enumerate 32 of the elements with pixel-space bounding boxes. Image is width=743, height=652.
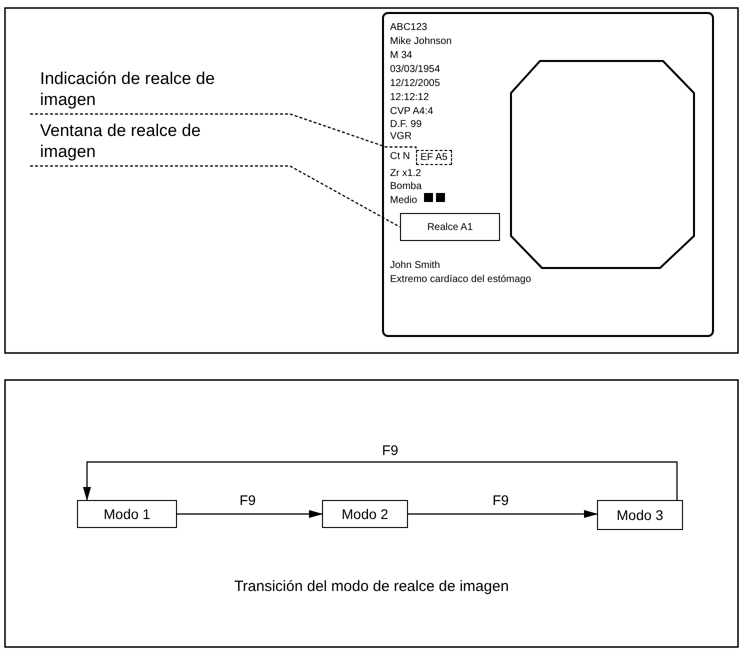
callout-label: Indicación de realce de imagen xyxy=(40,68,216,110)
leader-line xyxy=(30,113,417,150)
enhancement-window: Realce A1 xyxy=(400,213,500,241)
patient-info-text: VGR xyxy=(390,131,412,143)
patient-info-text: John Smith xyxy=(390,260,440,272)
patient-info-text: 12:12:12 xyxy=(390,92,429,104)
highlight-frame: EF A5 xyxy=(416,150,452,165)
arrow xyxy=(177,510,323,518)
arrow xyxy=(83,461,678,501)
mode-box: Modo 1 xyxy=(77,500,177,528)
patient-info-text: Zr x1.2 xyxy=(390,168,422,180)
patient-info-text: Extremo cardíaco del estómago xyxy=(390,274,532,286)
edge-label: F9 xyxy=(382,442,398,458)
patient-info-text: 12/12/2005 xyxy=(390,78,440,90)
patient-info-text: M 34 xyxy=(390,50,412,62)
edge-label: F9 xyxy=(492,492,509,508)
monitor-screen xyxy=(382,12,714,337)
mode-box: Modo 3 xyxy=(597,500,683,530)
patient-info-text: D.F. 99 xyxy=(390,119,422,131)
caption: Transición del modo de realce de imagen xyxy=(233,578,510,595)
patient-info-text: Mike Johnson xyxy=(390,36,452,48)
patient-info-text: Medio xyxy=(390,195,418,207)
patient-info-text: CVP A4:4 xyxy=(390,106,434,118)
leader-line xyxy=(30,165,400,228)
patient-info-text: Bomba xyxy=(390,181,422,193)
mode-box: Modo 2 xyxy=(322,500,408,528)
callout-label: Ventana de realce de imagen xyxy=(40,120,202,162)
patient-info-text: 03/03/1954 xyxy=(390,64,440,76)
patient-info-text: Ct N xyxy=(390,151,410,163)
patient-info-text: ABC123 xyxy=(390,22,428,34)
arrow xyxy=(408,510,598,518)
edge-label: F9 xyxy=(240,492,256,508)
